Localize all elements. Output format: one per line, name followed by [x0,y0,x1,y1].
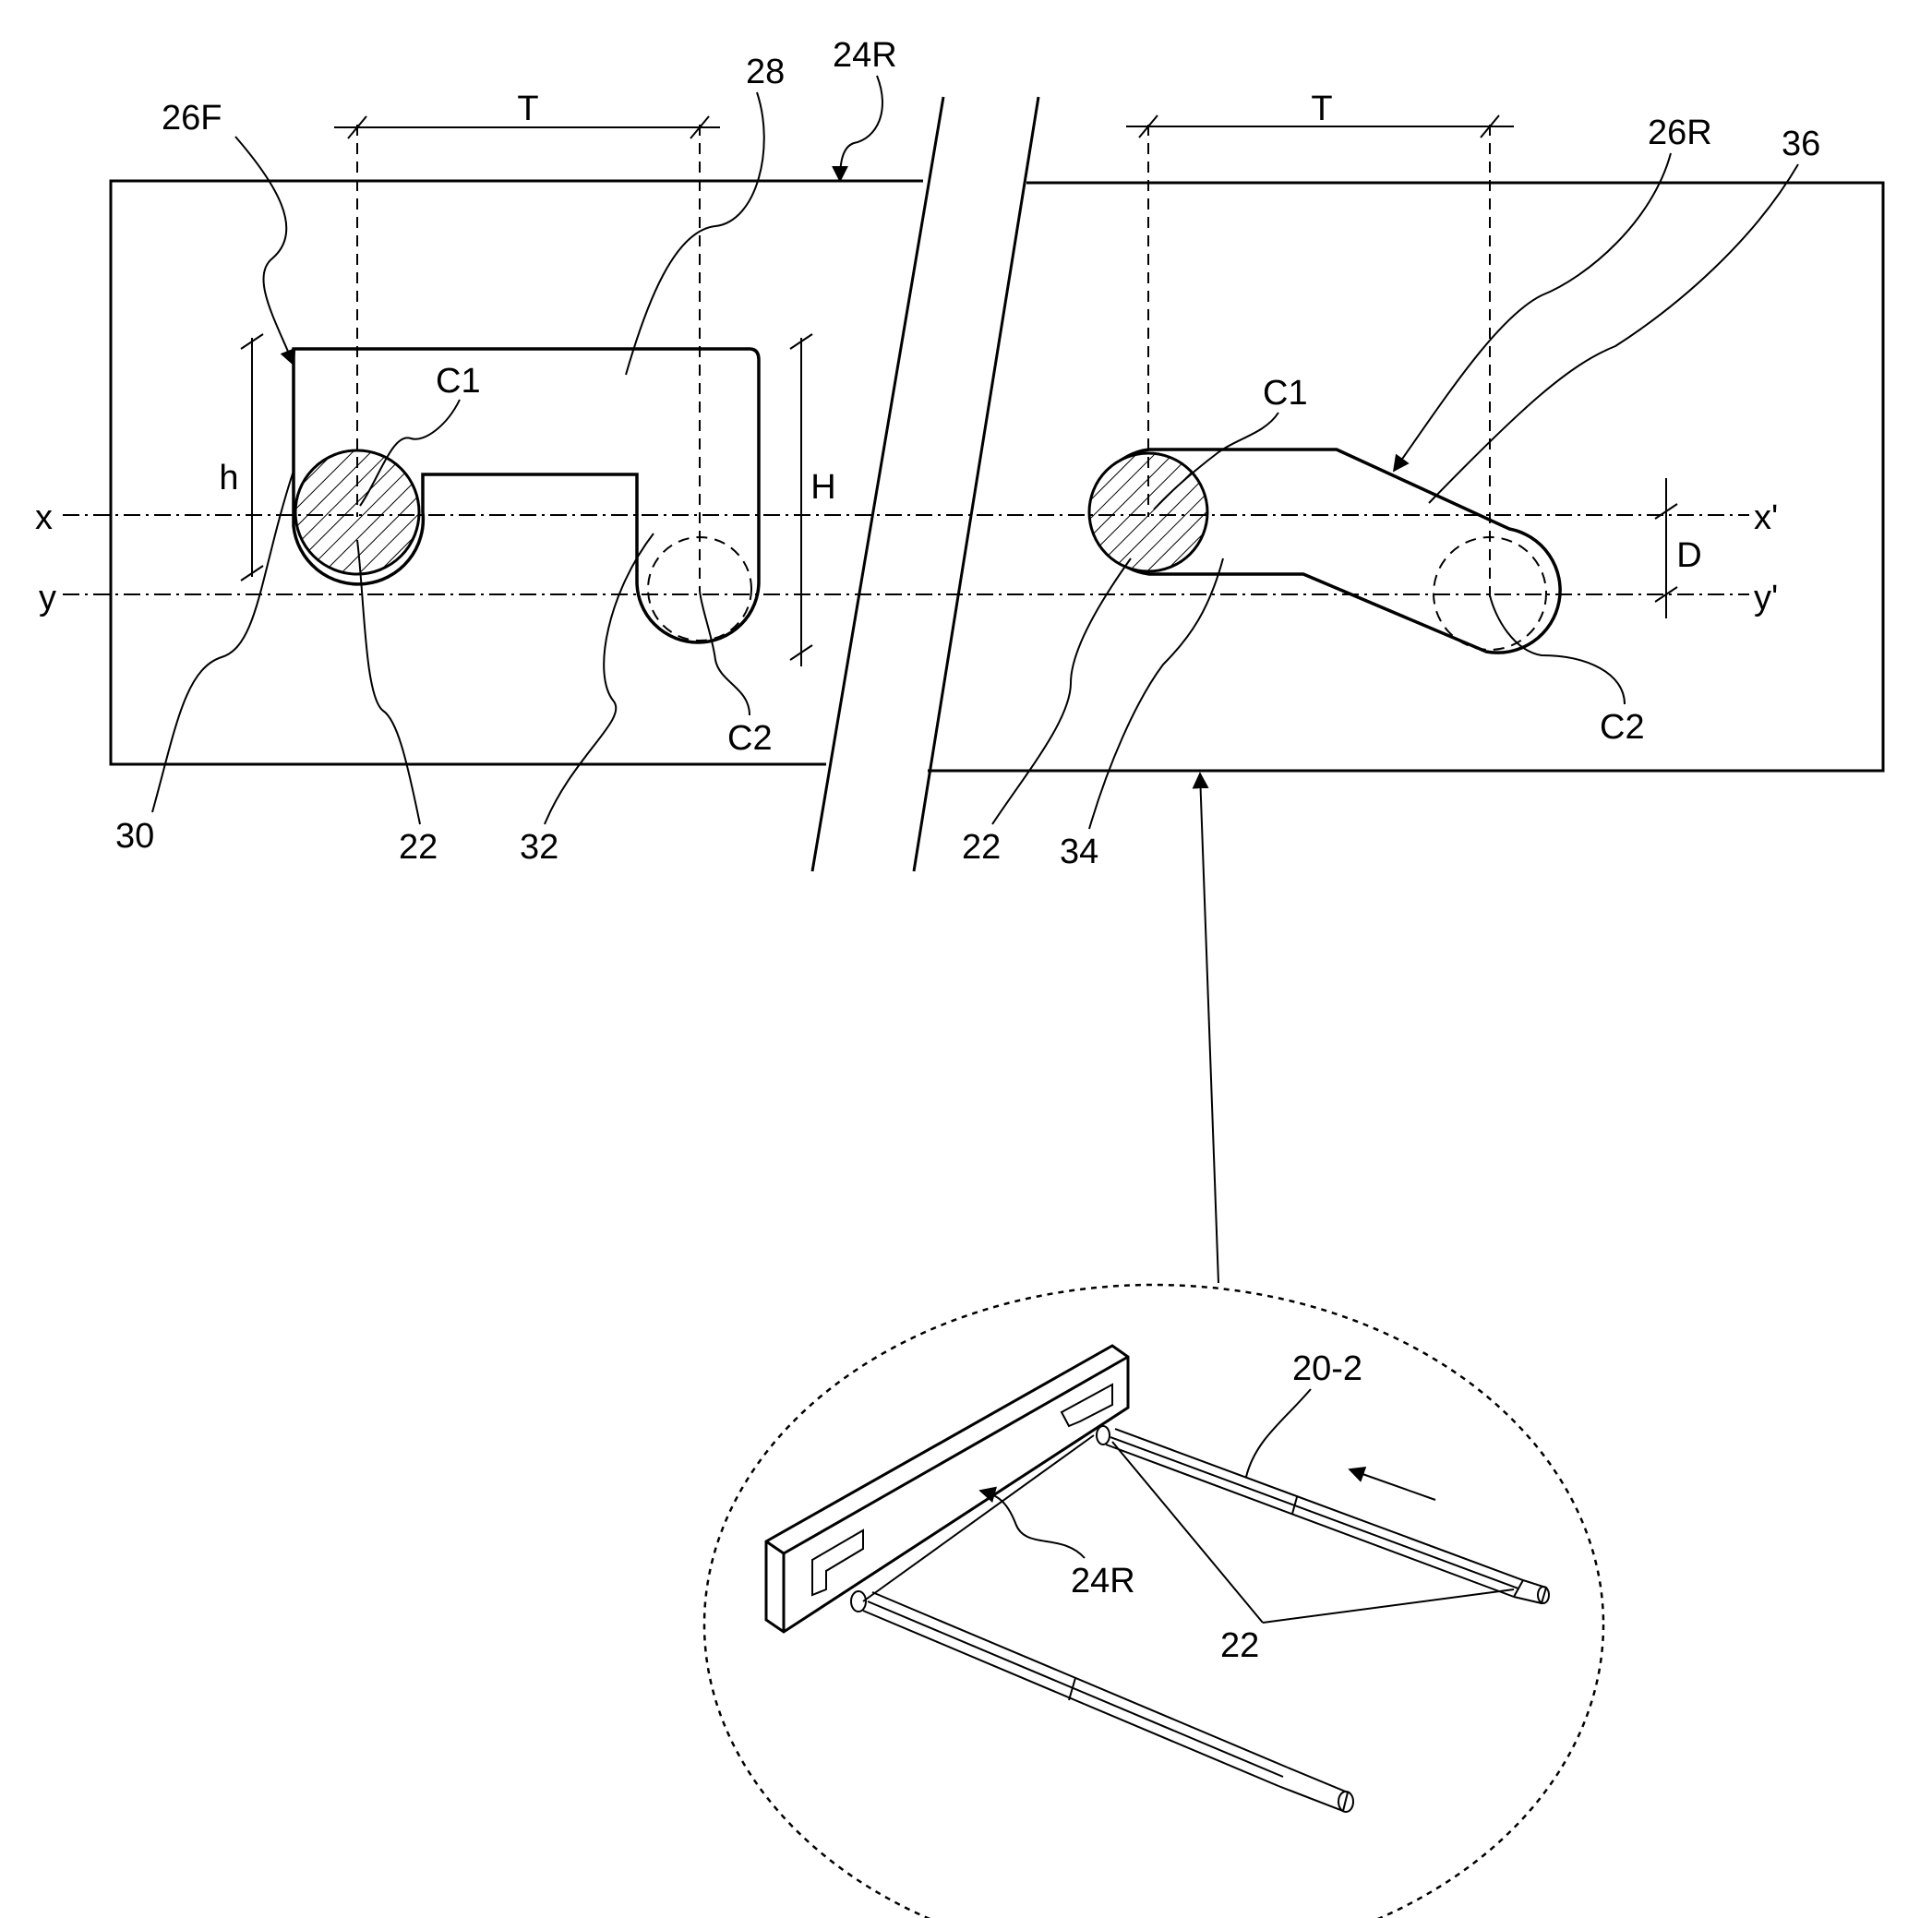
label-26R: 26R [1648,114,1712,152]
label-30: 30 [115,817,154,856]
inset-label-20-2: 20-2 [1292,1349,1362,1388]
label-C2-right: C2 [1600,708,1645,747]
left-plate-outline [109,179,923,766]
dim-D: D [1676,536,1701,575]
label-34: 34 [1060,833,1098,871]
label-C1-right: C1 [1263,374,1308,413]
label-C1-left: C1 [436,362,481,401]
axis-x-label: x [35,498,53,537]
label-26F: 26F [162,99,222,138]
dim-H: H [810,468,835,507]
axis-x-prime-label: x' [1754,498,1778,537]
label-36: 36 [1782,125,1820,163]
inset-rod-front [850,1590,1354,1813]
inset-slot-rear [1060,1383,1113,1428]
inset-plate [764,1344,1130,1634]
label-22-right: 22 [962,828,1001,867]
left-plate-panel: T h H 26F 28 24R C1 C2 30 22 32 [109,36,923,867]
label-24R-top: 24R [833,36,897,75]
axis-y-label: y [39,579,56,617]
axis-lines: x x' y y' [35,498,1778,617]
label-22-left: 22 [399,828,438,867]
isometric-inset: 20-2 24R 22 [702,1283,1605,1918]
break-lines [810,96,1040,872]
inset-slot-front [811,1528,864,1597]
label-32: 32 [520,828,558,867]
dim-T-left: T [517,90,538,128]
right-plate-panel: T D 26R 36 C1 C2 22 34 [928,90,1885,871]
dim-T-right: T [1311,90,1332,128]
dim-h: h [219,459,238,497]
inset-ellipse [702,1283,1605,1918]
right-plate-outline [928,181,1885,773]
inset-rod-rear [1096,1425,1550,1605]
label-C2-left: C2 [727,719,773,758]
inset-callout-arrow [1192,772,1219,1284]
insertion-arrow [1348,1466,1436,1501]
inset-label-22: 22 [1220,1626,1259,1665]
axis-y-prime-label: y' [1754,579,1778,617]
slot-26F [292,347,761,644]
inset-label-24R: 24R [1071,1562,1135,1600]
label-28: 28 [746,53,785,91]
